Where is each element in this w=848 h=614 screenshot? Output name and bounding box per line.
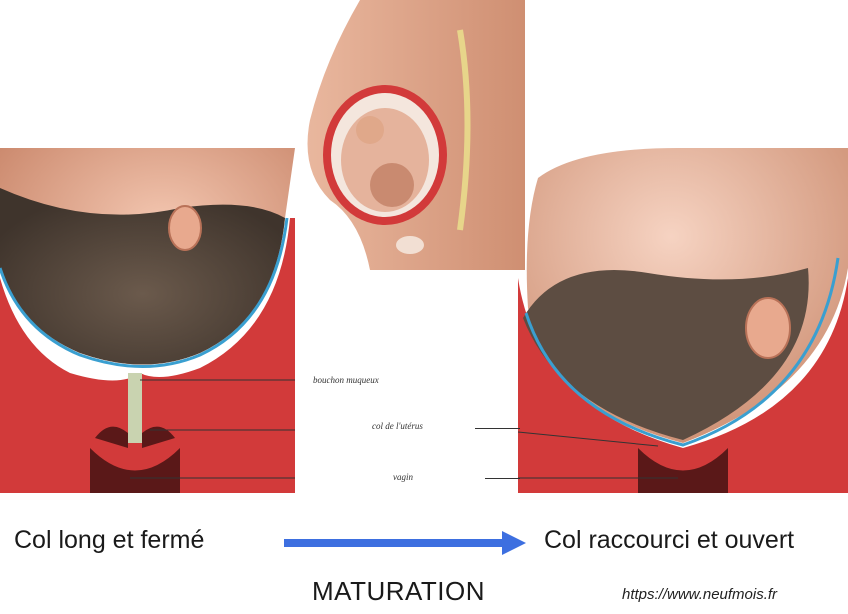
label-mucus-plug: bouchon muqueux [313, 375, 379, 385]
pointer-line-cervix-right [475, 428, 520, 429]
arrow-icon [284, 530, 526, 556]
label-cervix: col de l'utérus [372, 421, 423, 431]
illustration-open-cervix [518, 148, 848, 493]
illustration-pregnant-abdomen [300, 0, 525, 270]
caption-short-open: Col raccourci et ouvert [544, 526, 794, 555]
source-credit: https://www.neufmois.fr [622, 586, 777, 603]
diagram-title: MATURATION [312, 576, 485, 607]
label-vagina: vagin [393, 472, 413, 482]
caption-long-closed: Col long et fermé [14, 526, 204, 555]
pointer-line-vagina-right [485, 478, 520, 479]
illustration-closed-cervix [0, 148, 295, 493]
